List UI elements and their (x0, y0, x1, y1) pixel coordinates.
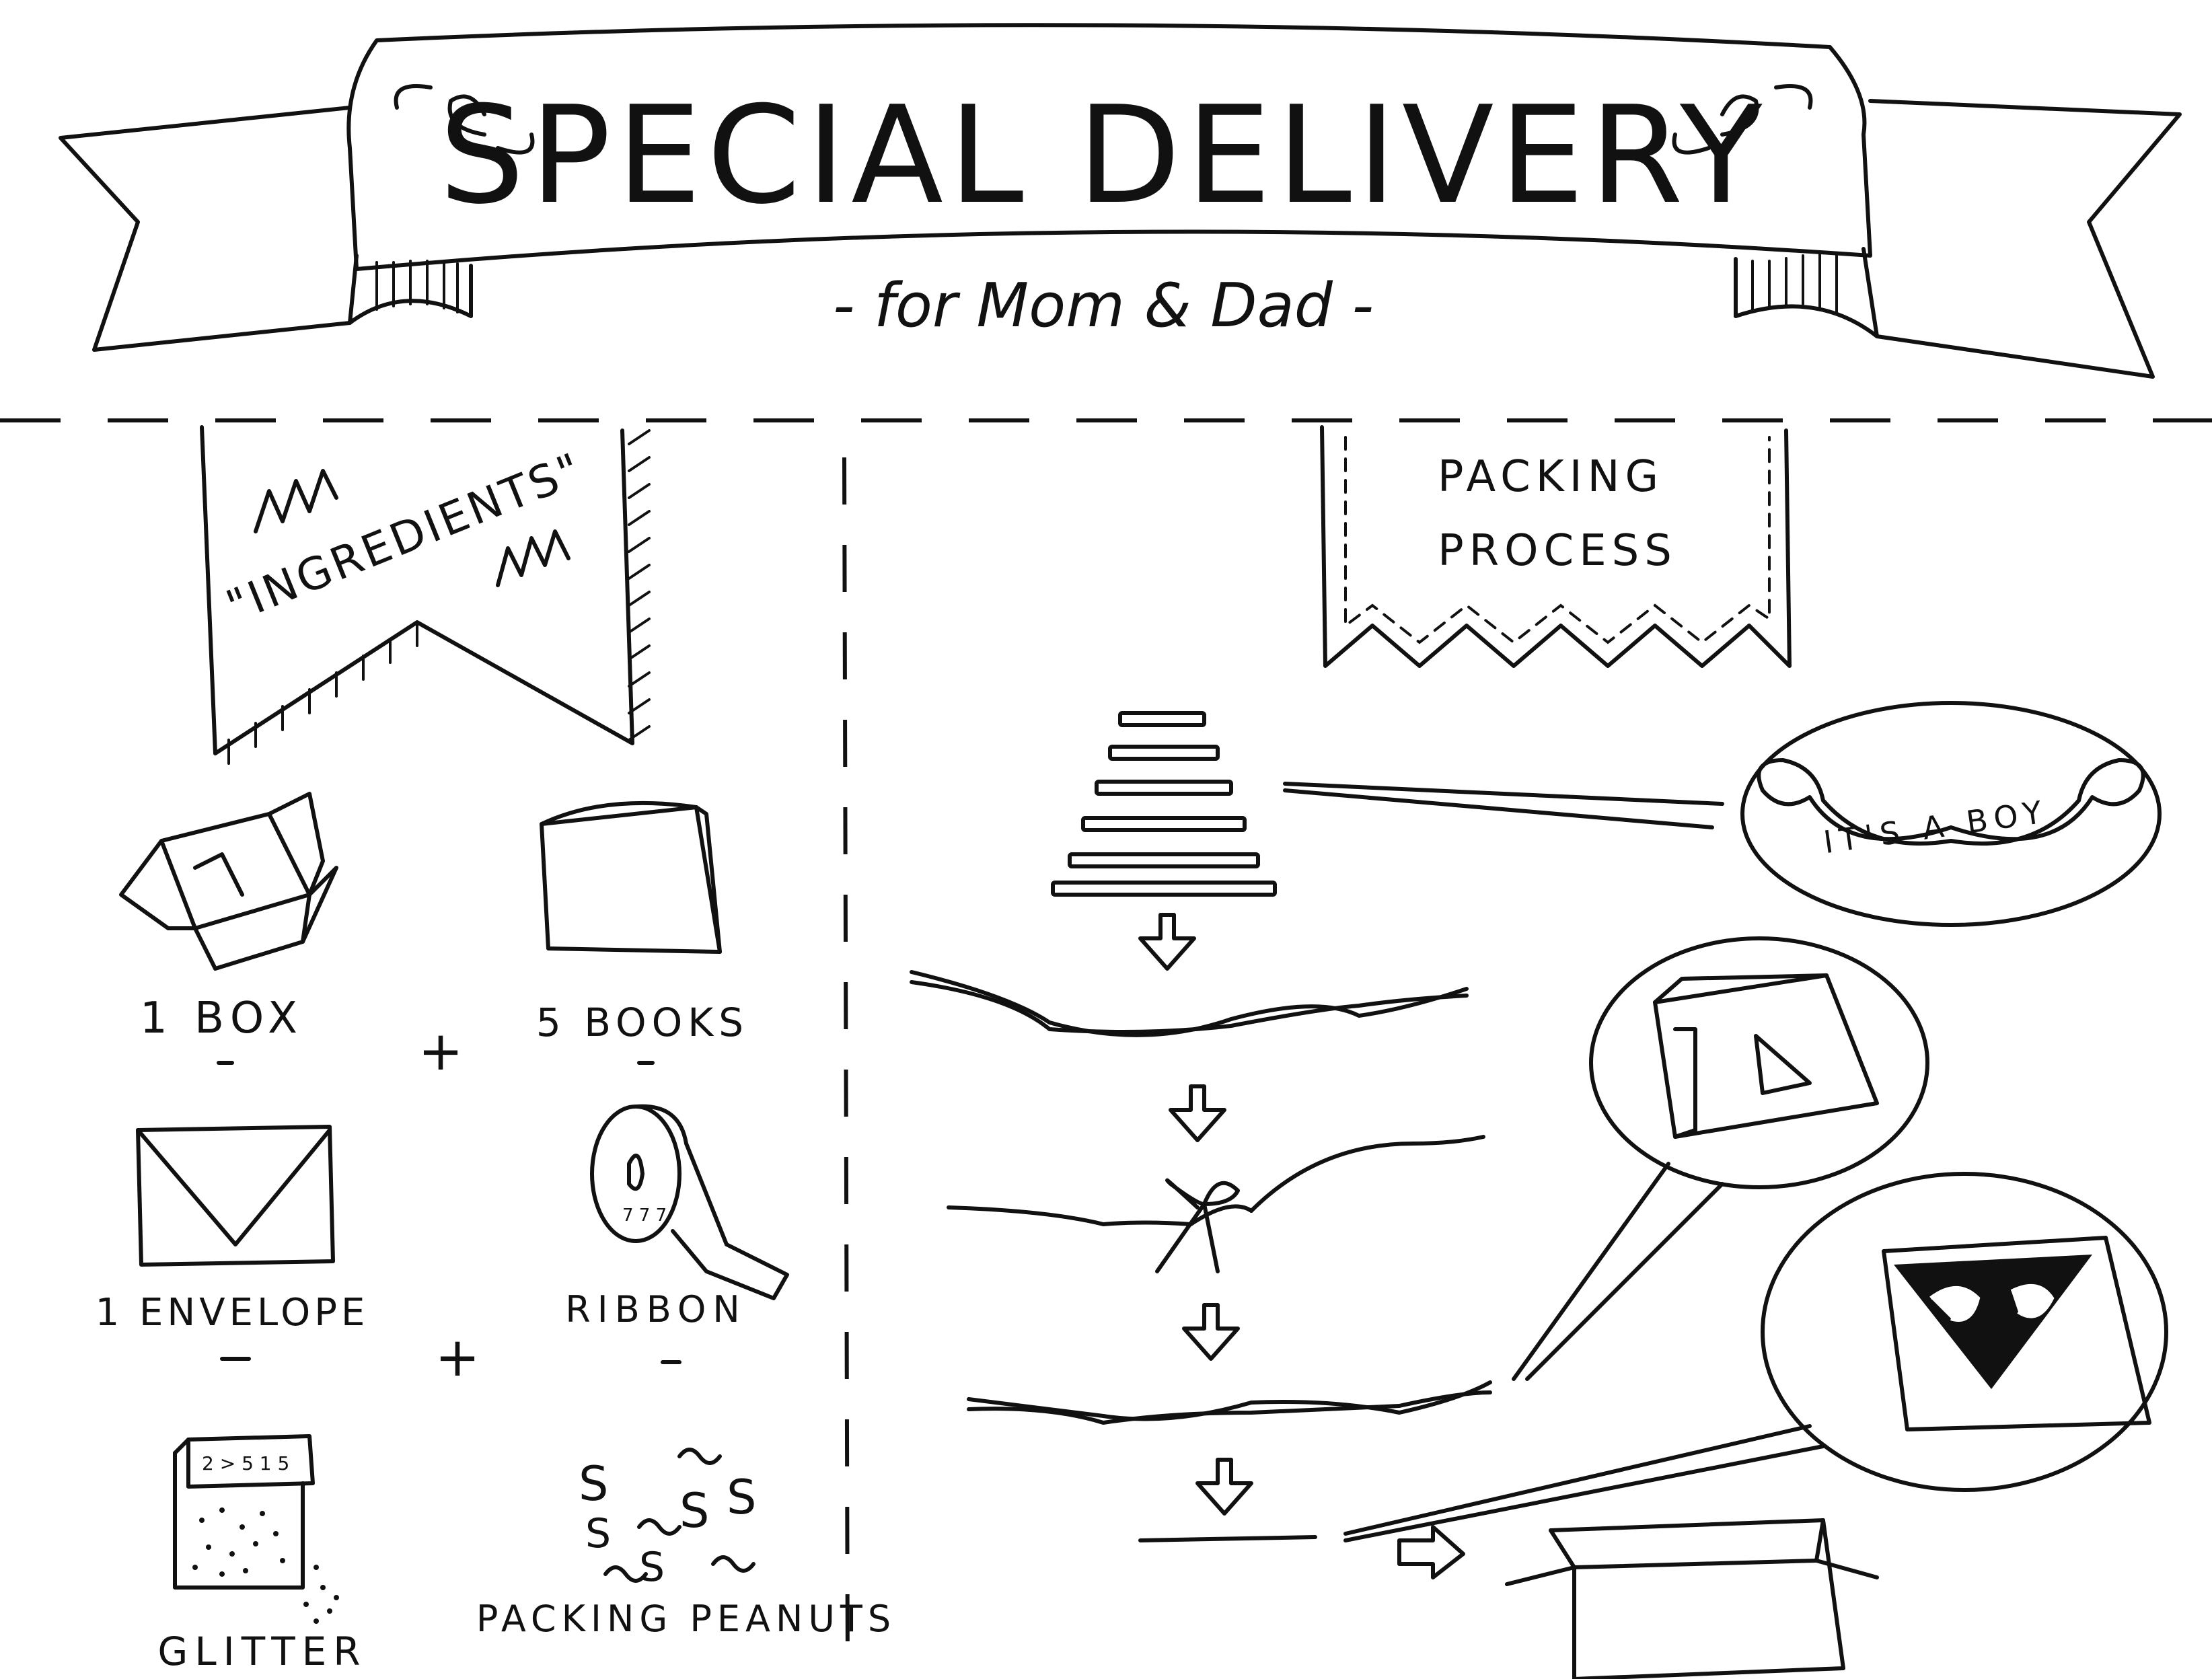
svg-text:7 7 7: 7 7 7 (622, 1205, 667, 1226)
ingredient-label-peanuts: PACKING PEANUTS (476, 1598, 896, 1640)
mustache-callout-text: IT'S A BOY (1821, 793, 2051, 860)
title-banner (59, 23, 2182, 379)
packing-heading-line1: PACKING (1438, 452, 1664, 502)
ribbon-icon: 7 7 7 (590, 1104, 789, 1300)
final-box-icon (1505, 1518, 1879, 1679)
mustache-callout (1740, 701, 2162, 927)
ribbon-strand-2 (967, 1380, 1492, 1425)
down-arrow-icon-4 (1195, 1458, 1253, 1516)
ingredient-label-box: 1 BOX (140, 994, 304, 1043)
box-icon (119, 792, 338, 971)
envelope-icon (136, 1125, 335, 1267)
plus-sign-2: + (435, 1326, 480, 1388)
ingredient-label-ribbon: RIBBON (565, 1288, 747, 1331)
svg-text:S: S (727, 1470, 756, 1525)
packing-peanuts-icon: S S S S S (579, 1448, 756, 1591)
ribbon-bow (947, 1135, 1485, 1273)
envelope-flat-line (1138, 1535, 1317, 1542)
svg-text:S: S (585, 1510, 611, 1557)
callout-pointer (1283, 782, 1724, 829)
packing-process-banner (1320, 425, 1792, 668)
glitter-icon: 2 > 5 1 5 (173, 1434, 339, 1624)
vertical-divider (842, 457, 850, 1679)
book-icon (540, 800, 722, 954)
ingredients-heading: "INGREDIENTS" (219, 443, 591, 633)
book-stack-icon (1051, 711, 1277, 897)
svg-text:S: S (679, 1483, 709, 1538)
packing-heading-line2: PROCESS (1438, 526, 1677, 576)
banner-subtitle: - for Mom & Dad - (833, 270, 1374, 341)
down-arrow-icon-2 (1169, 1084, 1226, 1142)
right-arrow-icon (1397, 1525, 1465, 1579)
plus-sign: + (418, 1020, 463, 1082)
box-callout (1512, 936, 1929, 1381)
ingredient-label-glitter: GLITTER (157, 1629, 367, 1674)
ribbon-strand-1 (910, 970, 1469, 1037)
envelope-callout (1343, 1172, 2168, 1542)
svg-text:S: S (579, 1456, 608, 1512)
ingredients-pennant (200, 425, 651, 765)
svg-text:S: S (639, 1544, 665, 1591)
down-arrow-icon (1138, 913, 1196, 971)
svg-text:2 > 5 1 5: 2 > 5 1 5 (202, 1452, 289, 1475)
ingredient-label-books: 5 BOOKS (536, 1000, 749, 1045)
down-arrow-icon-3 (1182, 1303, 1240, 1361)
ingredient-label-envelope: 1 ENVELOPE (96, 1291, 369, 1335)
banner-title: SPECIAL DELIVERY (439, 77, 1768, 234)
